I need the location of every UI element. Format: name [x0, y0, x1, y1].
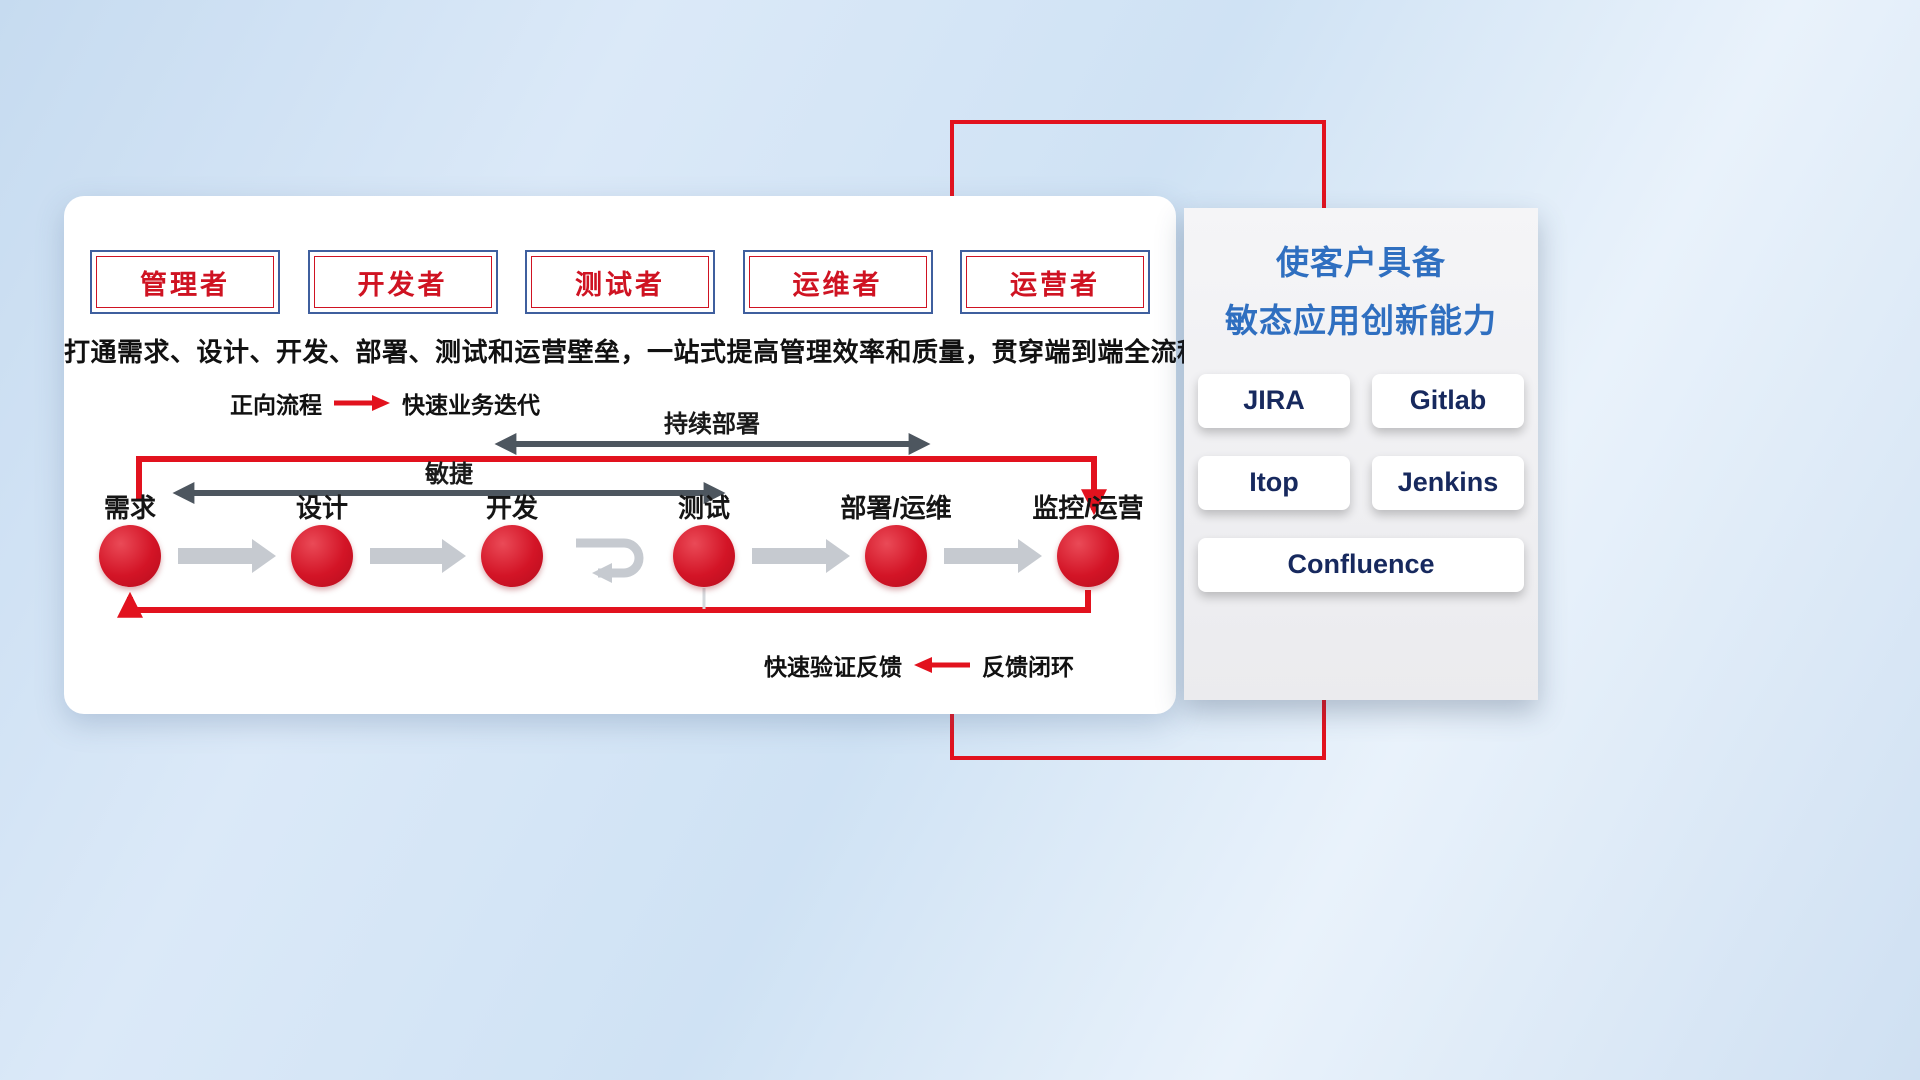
- node-circle-monitor-operate: [1057, 525, 1119, 587]
- node-circle-design: [291, 525, 353, 587]
- legend-forward-label: 正向流程: [230, 392, 322, 418]
- flow-arrow-icon: [178, 539, 276, 573]
- legend-feedback-label: 快速验证反馈: [764, 654, 902, 680]
- feedback-loop-top-path: [136, 456, 1107, 516]
- node-label-develop: 开发: [485, 493, 539, 523]
- flow-arrow-icon: [944, 539, 1042, 573]
- legend-forward: 正向流程 快速业务迭代: [230, 386, 540, 420]
- agile-span-label: 敏捷: [425, 461, 473, 488]
- node-label-test: 测试: [677, 493, 731, 523]
- node-label-monitor-operate: 监控/运营: [1032, 493, 1144, 523]
- continuous-deploy-span-label: 持续部署: [664, 411, 760, 438]
- flow-diagram-canvas: [117, 433, 1107, 618]
- tool-chip-itop: Itop: [1198, 455, 1350, 510]
- role-box-developer: 开发者: [307, 250, 498, 314]
- node-circle-demand: [99, 525, 161, 587]
- forward-arrow-icon: [334, 395, 390, 411]
- node-label-design: 设计: [295, 493, 349, 523]
- panel-title-line2: 敏态应用创新能力: [1225, 301, 1497, 339]
- role-box-tester: 测试者: [525, 250, 715, 314]
- role-box-ops: 运维者: [742, 250, 933, 314]
- node-label-deploy-ops: 部署/运维: [840, 493, 952, 523]
- node-circle-develop: [481, 525, 543, 587]
- feedback-arrow-icon: [914, 657, 970, 673]
- panel-title-line1: 使客户具备: [1276, 244, 1446, 281]
- flow-arrow-icon: [370, 539, 466, 573]
- flow-arrow-icon: [752, 539, 850, 573]
- devops-flow-card: 管理者 开发者 测试者 运维者 运营者 打通需求、设计、开发、部署、测试和运营壁…: [64, 196, 1204, 714]
- role-box-manager: 管理者: [90, 250, 280, 314]
- tool-chip-confluence: Confluence: [1198, 537, 1524, 592]
- legend-feedback-desc: 反馈闭环: [982, 654, 1074, 680]
- legend-forward-desc: 快速业务迭代: [402, 392, 540, 418]
- roles-row: 管理者 开发者 测试者 运维者 运营者: [90, 250, 1150, 314]
- iteration-loop-icon: [576, 538, 644, 583]
- node-circle-test: [673, 525, 735, 587]
- tool-chip-jenkins: Jenkins: [1372, 455, 1524, 510]
- panel-title: 使客户具备 敏态应用创新能力: [1184, 234, 1538, 350]
- role-box-operator: 运营者: [960, 250, 1150, 314]
- tool-chip-jira: JIRA: [1198, 373, 1350, 428]
- tools-panel: 使客户具备 敏态应用创新能力 JIRA Gitlab Itop Jenkins …: [1184, 208, 1538, 700]
- node-label-demand: 需求: [103, 493, 157, 523]
- tool-chip-gitlab: Gitlab: [1372, 373, 1524, 428]
- tools-grid: JIRA Gitlab Itop Jenkins Confluence: [1198, 373, 1524, 592]
- node-circle-deploy-ops: [865, 525, 927, 587]
- legend-feedback: 快速验证反馈 反馈闭环: [764, 648, 1074, 682]
- headline-text: 打通需求、设计、开发、部署、测试和运营壁垒，一站式提高管理效率和质量，贯穿端到端…: [64, 337, 1204, 367]
- feedback-loop-bottom-path: [117, 590, 1091, 618]
